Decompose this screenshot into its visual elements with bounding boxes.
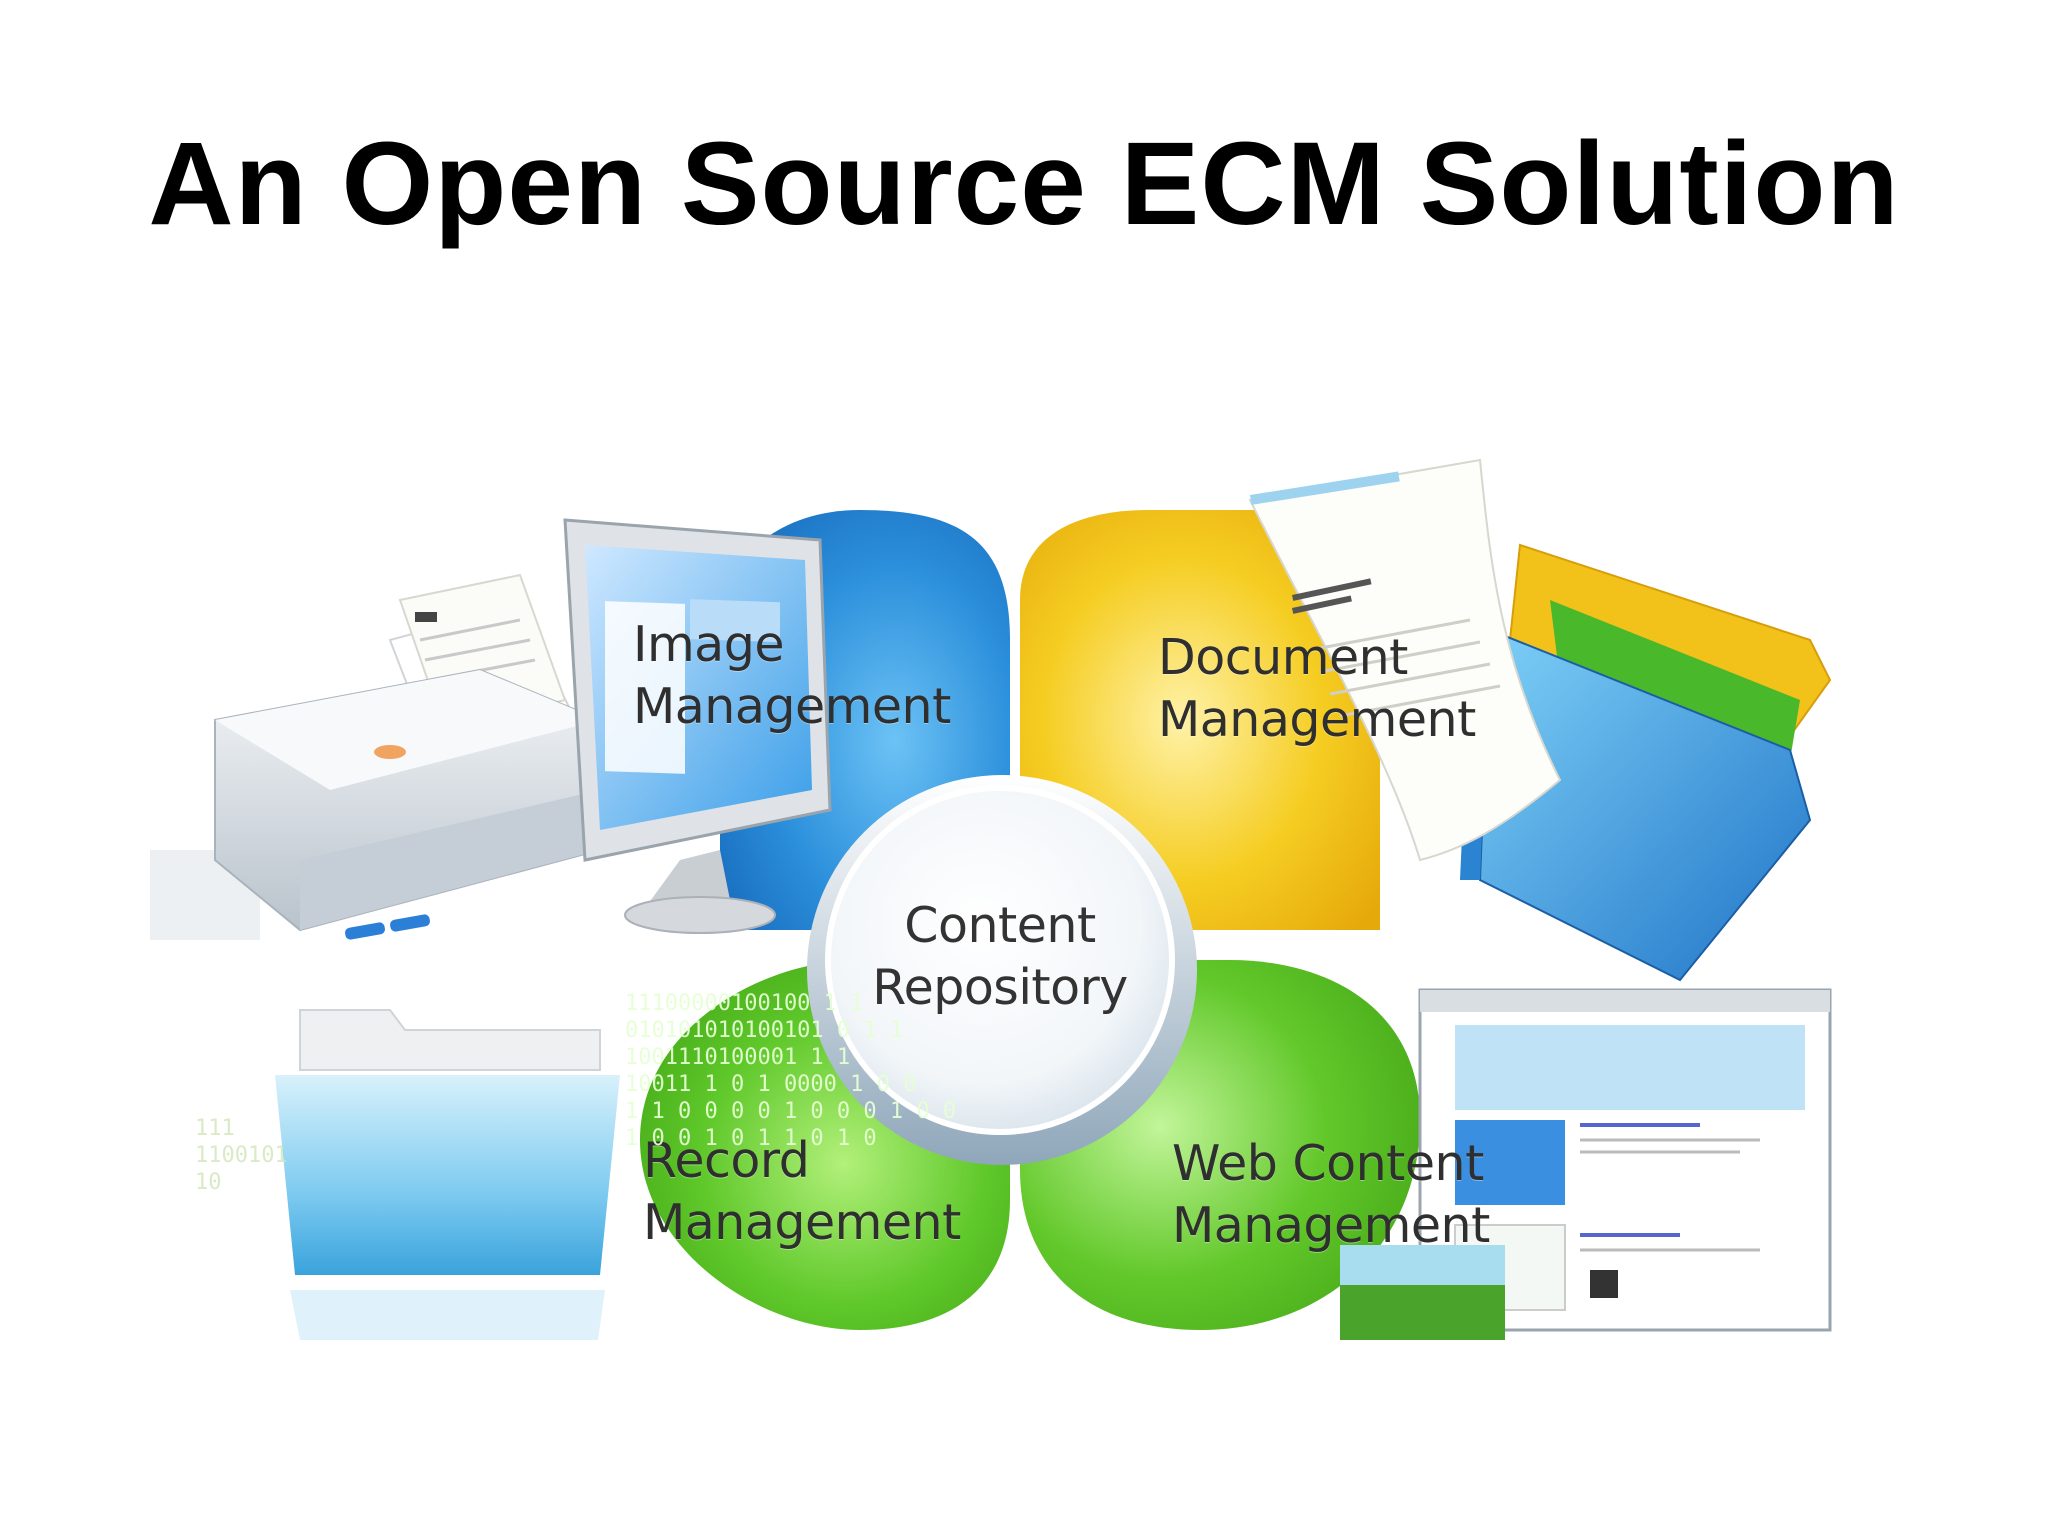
image-management-label: Image Management <box>633 616 951 735</box>
browser-illustration <box>1340 988 1832 1340</box>
binary-digits: 11100000100100 1 1 010101010100101 0 1 1… <box>625 991 957 1151</box>
web-content-management-label: Web Content Management <box>1172 1135 1490 1254</box>
record-management-label: Record Management <box>643 1132 961 1251</box>
document-management-label: Document Management <box>1158 629 1476 748</box>
scanner-illustration <box>150 573 601 940</box>
content-repository-hub <box>825 785 1175 1135</box>
monitor-illustration <box>563 518 832 934</box>
page-title: An Open Source ECM Solution <box>148 118 1900 250</box>
document-paper-illustration <box>1248 458 1562 862</box>
content-repository-label: Content Repository <box>872 897 1128 1016</box>
binary-digits-faint: 111 1100101 10 <box>195 1116 288 1195</box>
folder-illustration <box>275 1009 620 1340</box>
